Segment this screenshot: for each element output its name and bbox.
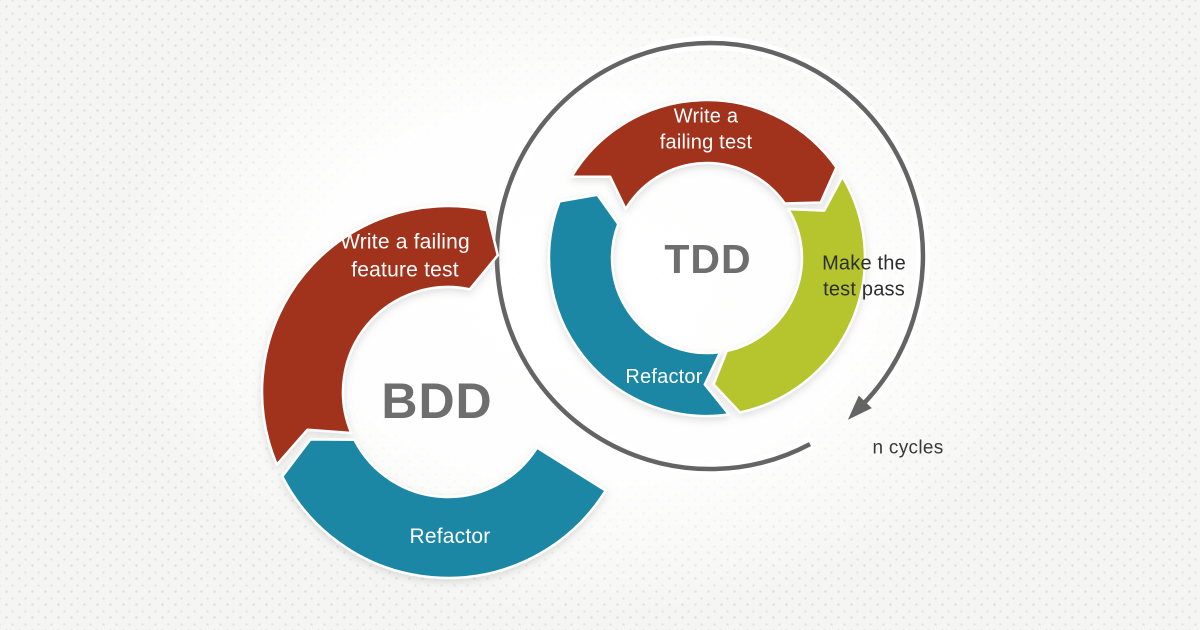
tdd-label-write-failing-test: Write a failing test — [659, 105, 753, 154]
tdd-ring — [547, 98, 867, 418]
bdd-label-refactor: Refactor — [409, 525, 491, 549]
bdd-label-write-failing-feature-test: Write a failing feature test — [340, 230, 470, 281]
n-cycles-loop — [489, 36, 930, 476]
bdd-ring — [260, 204, 607, 580]
tdd-title: TDD — [664, 235, 752, 282]
tdd-segment-make-test-pass — [712, 175, 867, 414]
loop-arc — [494, 40, 926, 472]
tdd-label-make-test-pass: Make the test pass — [822, 252, 906, 301]
bdd-segment-refactor — [281, 438, 607, 580]
tdd-segment-write-failing-test — [570, 98, 838, 211]
bdd-title: BDD — [381, 373, 493, 429]
loop-arrowhead-icon — [847, 395, 872, 420]
n-cycles-label: n cycles — [872, 437, 944, 459]
tdd-label-refactor: Refactor — [625, 365, 703, 388]
bdd-segment-write-failing-feature-test — [260, 204, 500, 466]
tdd-segment-refactor — [547, 193, 731, 418]
